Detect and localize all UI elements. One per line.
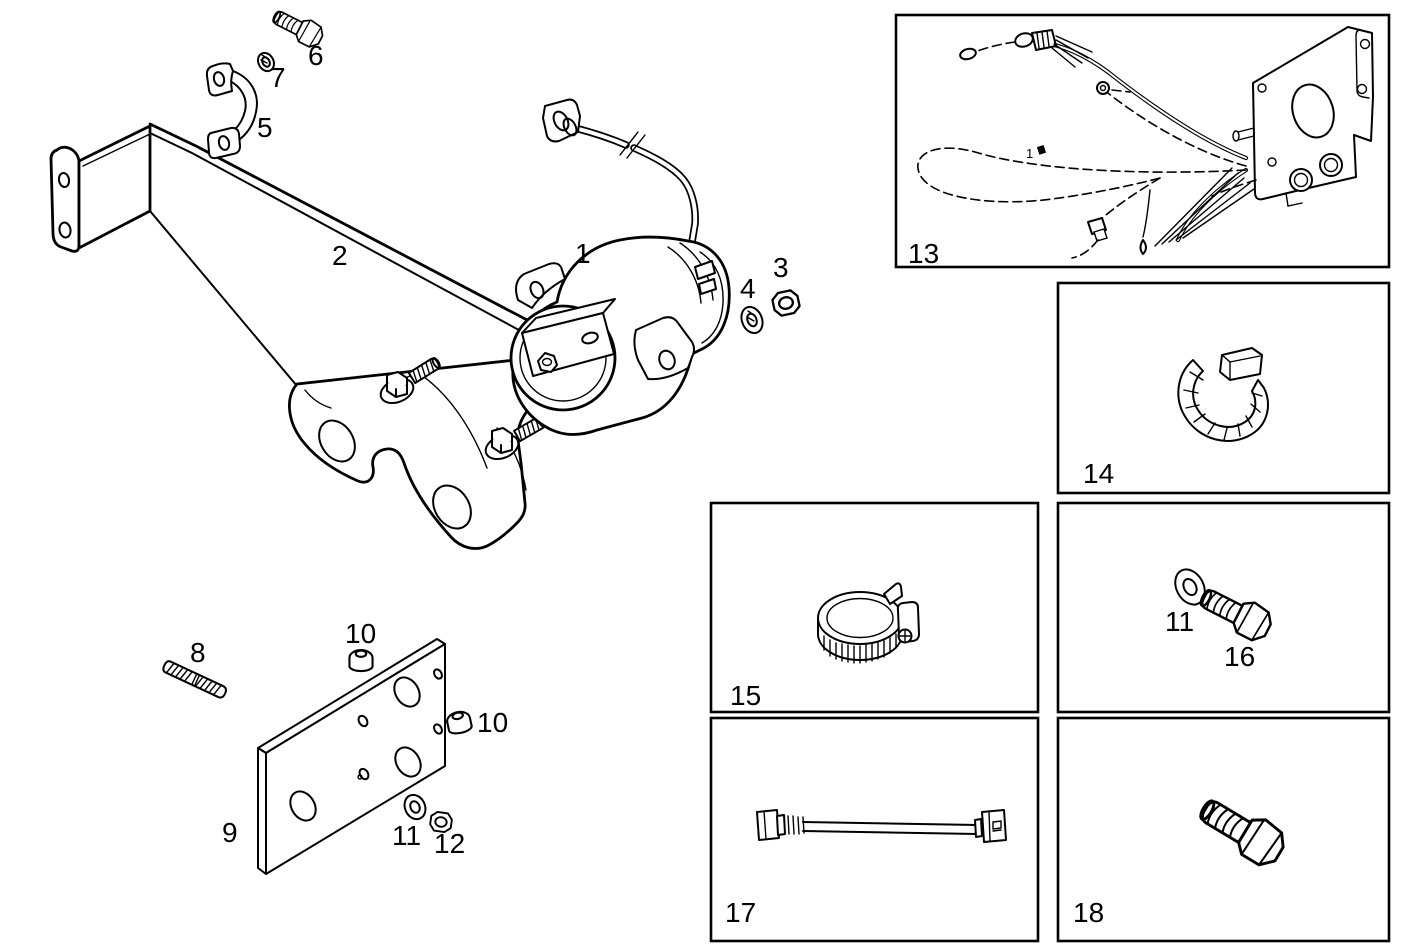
callout-1: 1 <box>575 238 591 269</box>
callout-9: 9 <box>222 817 238 848</box>
part-10-cap-nut-right <box>444 708 474 737</box>
callout-8: 8 <box>190 637 206 668</box>
callout-17: 17 <box>725 897 756 928</box>
part-10-cap-nut-top <box>348 648 374 673</box>
callout-14: 14 <box>1083 458 1114 489</box>
part-11-washer-plate <box>403 793 427 821</box>
part-17-flexible-cable <box>756 809 1007 843</box>
part-18-hex-bolt <box>1191 787 1293 873</box>
callout-18: 18 <box>1073 897 1104 928</box>
callout-6: 6 <box>308 40 324 71</box>
part-11-washer-box16 <box>1174 568 1206 606</box>
part-14-cable-strap <box>1177 347 1269 442</box>
panel-box-16 <box>1056 501 1391 714</box>
part-13-wiring-harness: 1 <box>917 26 1374 259</box>
callout-4: 4 <box>740 273 756 304</box>
cable-connector <box>542 98 581 143</box>
callout-labels: 1 2 3 4 5 6 7 8 9 10 10 11 12 13 14 15 1… <box>190 40 1255 928</box>
callout-5: 5 <box>257 112 273 143</box>
part-3-hex-nut <box>770 287 802 319</box>
part-5-saddle-clamp <box>205 62 258 160</box>
part-7-washer <box>257 51 275 73</box>
callout-13: 13 <box>908 238 939 269</box>
panel-box-13 <box>894 13 1391 269</box>
callout-16: 16 <box>1224 641 1255 672</box>
part-9-mounting-plate <box>257 638 446 875</box>
part-15-hose-clamp <box>817 582 920 664</box>
panel-box-15 <box>709 501 1040 714</box>
part-2-support-bracket <box>49 122 590 550</box>
callout-7: 7 <box>270 62 286 93</box>
callout-10b: 10 <box>477 707 508 738</box>
callout-11b: 11 <box>1165 606 1194 637</box>
panel-box-18 <box>1056 716 1391 943</box>
callout-11a: 11 <box>392 820 421 851</box>
callout-10a: 10 <box>345 618 376 649</box>
part-8-stud <box>162 660 228 699</box>
callout-2: 2 <box>332 240 348 271</box>
harness-wire-tag-mark <box>1036 144 1047 155</box>
panel-box-17 <box>709 716 1040 943</box>
part-1-solenoid-actuator <box>509 98 731 436</box>
callout-15: 15 <box>730 680 761 711</box>
harness-wire-tag: 1 <box>1026 146 1033 161</box>
callout-3: 3 <box>773 252 789 283</box>
cable <box>571 124 699 246</box>
panel-box-14 <box>1056 281 1391 495</box>
callout-12: 12 <box>434 828 465 859</box>
part-4-washer <box>740 305 764 335</box>
part-16-hex-bolt <box>1193 579 1278 646</box>
